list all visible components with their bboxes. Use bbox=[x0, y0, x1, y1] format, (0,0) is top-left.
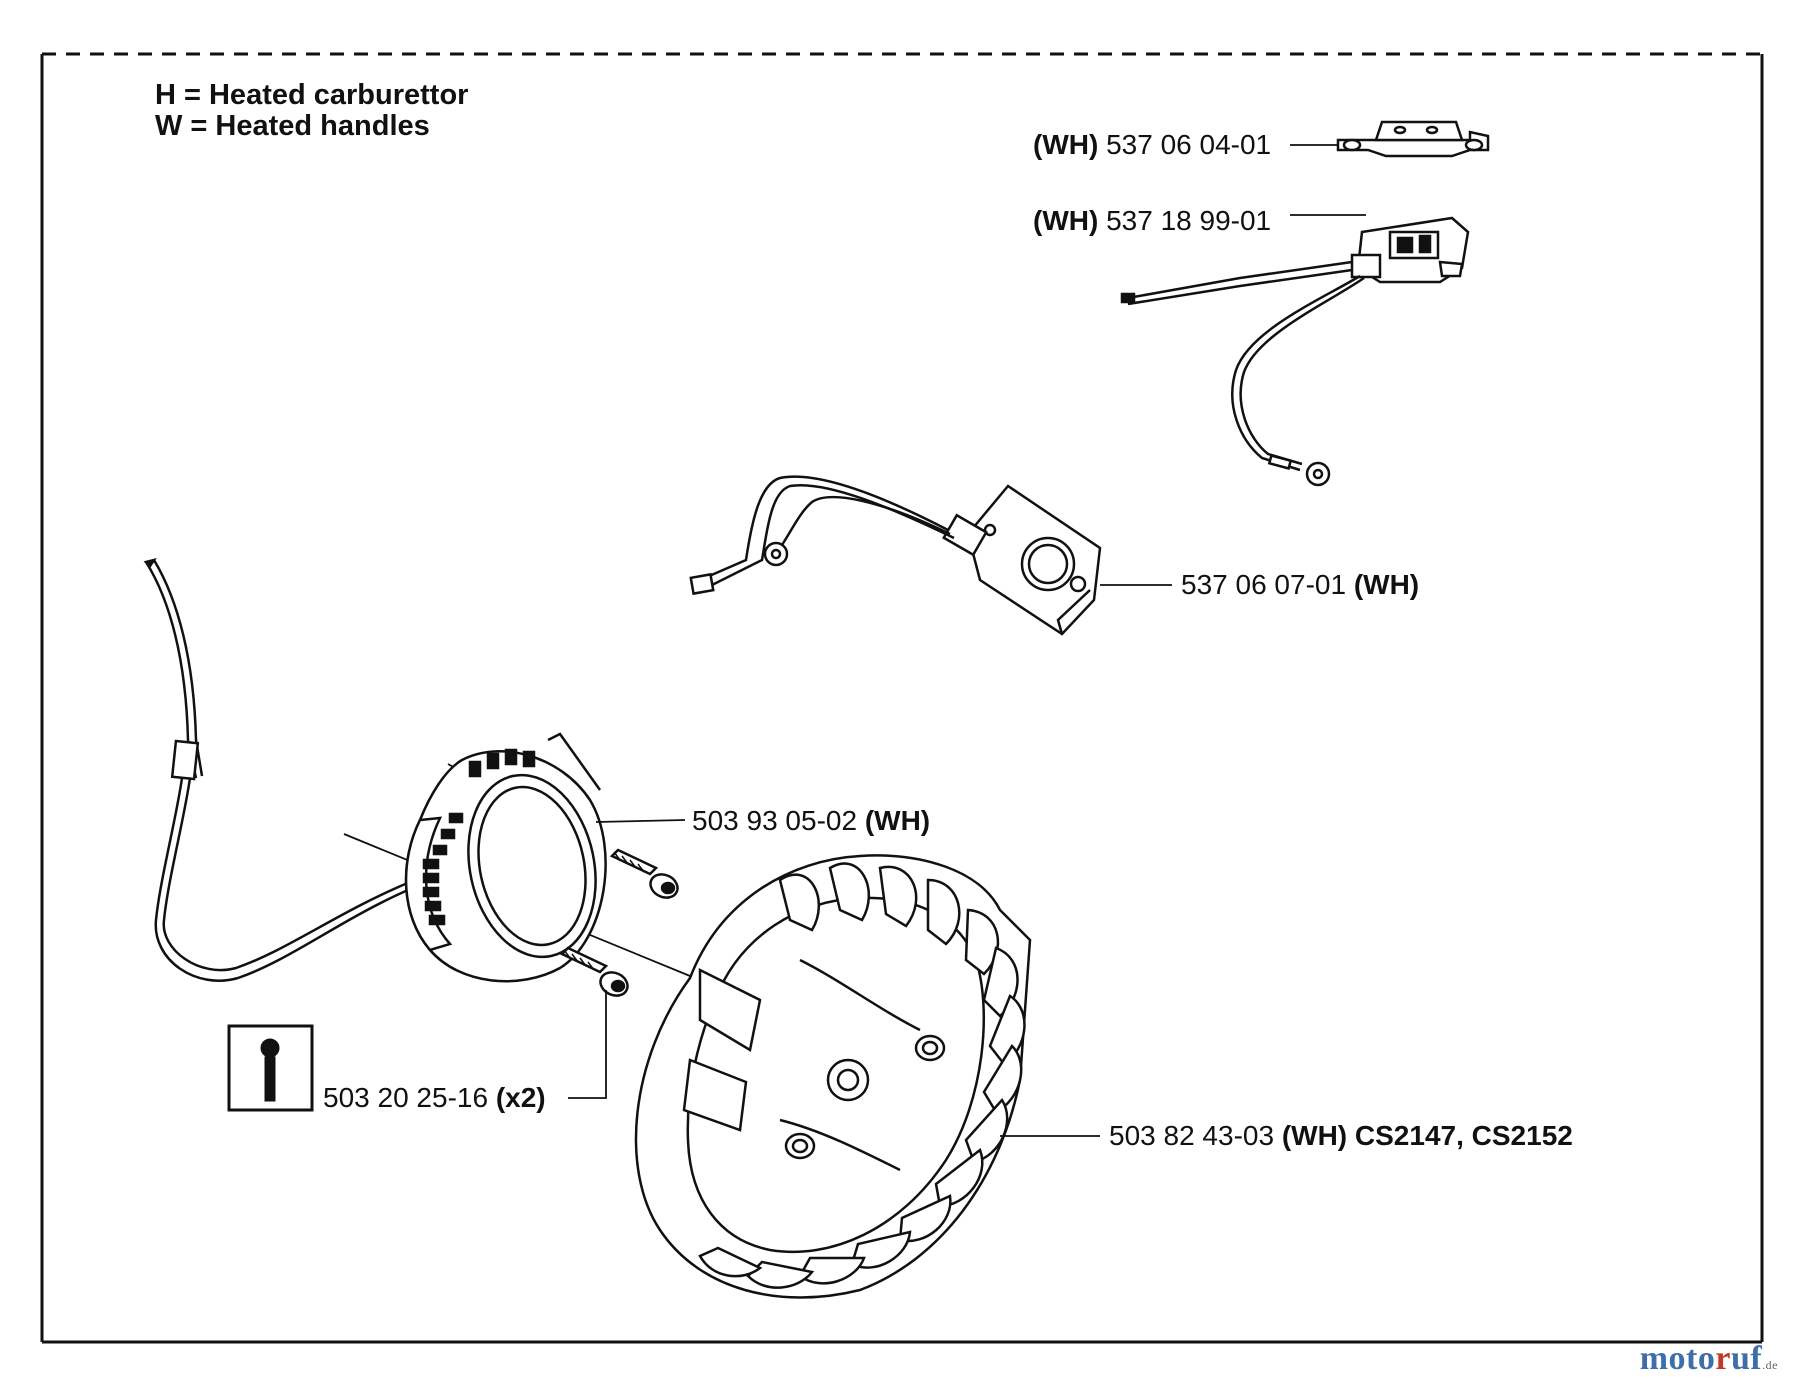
legend-line-heated-carburettor: H = Heated carburettor bbox=[155, 79, 469, 111]
part-number: 537 06 07-01 bbox=[1181, 569, 1347, 600]
switch-part bbox=[1120, 214, 1470, 487]
part-suffix: (WH) CS2147, CS2152 bbox=[1281, 1120, 1573, 1151]
part-label-503-20-25-16: 503 20 25-16 (x2) bbox=[323, 1084, 546, 1112]
part-label-537-06-07-01: 537 06 07-01 (WH) bbox=[1181, 571, 1419, 599]
screw-parts bbox=[559, 848, 679, 1099]
flywheel-part bbox=[634, 854, 1100, 1299]
diagram-border bbox=[40, 52, 1764, 1344]
part-prefix: (WH) bbox=[1033, 205, 1099, 236]
part-label-503-82-43-03: 503 82 43-03 (WH) CS2147, CS2152 bbox=[1109, 1122, 1573, 1150]
part-label-503-93-05-02: 503 93 05-02 (WH) bbox=[692, 807, 930, 835]
watermark-logo: motoruf.de bbox=[1640, 1340, 1778, 1378]
watermark-part: r bbox=[1715, 1340, 1731, 1377]
bracket-part bbox=[1290, 120, 1490, 158]
watermark-part: uf bbox=[1730, 1340, 1763, 1377]
lead-wire bbox=[143, 558, 411, 982]
part-suffix: (WH) bbox=[1353, 569, 1420, 600]
heating-plate-part bbox=[689, 475, 1172, 636]
watermark-domain: .de bbox=[1762, 1358, 1778, 1372]
part-label-537-06-04-01: (WH) 537 06 04-01 bbox=[1033, 131, 1271, 159]
legend-line-heated-handles: W = Heated handles bbox=[155, 110, 430, 142]
part-suffix: (x2) bbox=[495, 1082, 546, 1113]
part-number: 537 18 99-01 bbox=[1106, 205, 1272, 236]
stator-ring-part bbox=[343, 732, 691, 983]
part-number: 503 93 05-02 bbox=[692, 805, 858, 836]
part-number: 537 06 04-01 bbox=[1106, 129, 1272, 160]
part-label-537-18-99-01: (WH) 537 18 99-01 bbox=[1033, 207, 1271, 235]
part-prefix: (WH) bbox=[1033, 129, 1099, 160]
part-number: 503 20 25-16 bbox=[323, 1082, 489, 1113]
watermark-part: moto bbox=[1639, 1340, 1716, 1377]
flywheel-fins bbox=[698, 862, 1026, 1289]
wrench-info-icon bbox=[227, 1024, 314, 1112]
part-suffix: (WH) bbox=[864, 805, 931, 836]
legend: H = Heated carburettor W = Heated handle… bbox=[155, 80, 468, 142]
part-number: 503 82 43-03 bbox=[1109, 1120, 1275, 1151]
